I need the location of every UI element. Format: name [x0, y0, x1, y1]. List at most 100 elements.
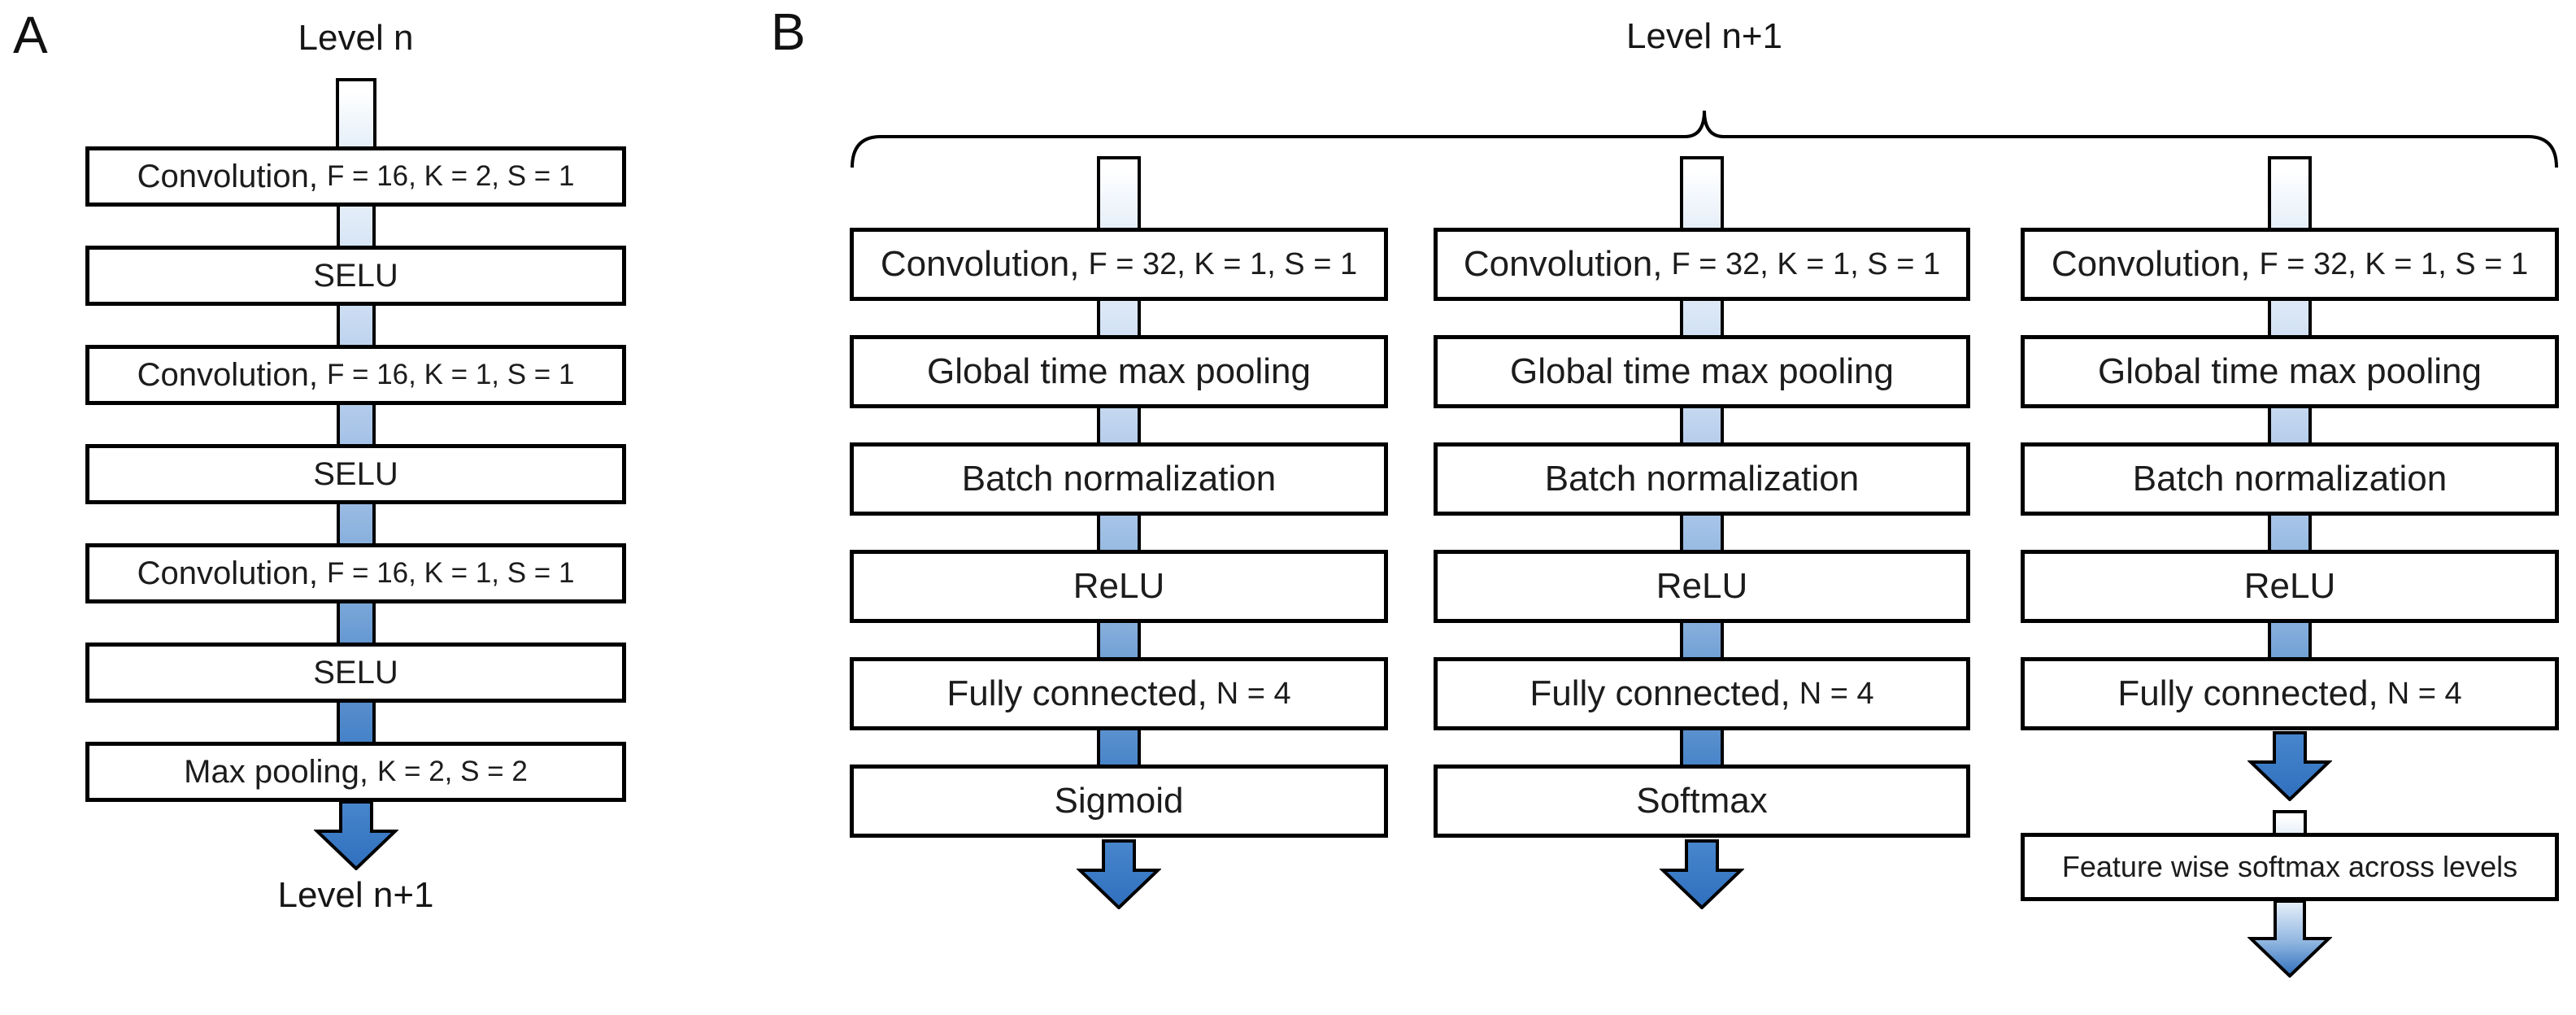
connector — [2268, 511, 2312, 555]
panel-b-column-3: Convolution, F = 32, K = 1, S = 1 Global… — [2021, 0, 2559, 1015]
flow-box-feature-wise-softmax: Feature wise softmax across levels — [2021, 833, 2559, 901]
panel-a-letter: A — [13, 6, 48, 64]
flow-box-softmax: Softmax — [1434, 765, 1970, 838]
flow-box-convolution-1: Convolution, F = 16, K = 2, S = 1 — [85, 146, 626, 207]
connector — [336, 400, 376, 449]
box-params: N = 4 — [1799, 676, 1874, 711]
connector-stub — [335, 78, 376, 151]
flow-box-fully-connected: Fully connected, N = 4 — [850, 657, 1388, 730]
flow-box-batch-normalization: Batch normalization — [850, 442, 1388, 516]
connector — [1097, 511, 1141, 555]
connector — [1680, 725, 1724, 769]
down-arrow-icon — [2247, 731, 2332, 801]
flow-box-convolution: Convolution, F = 32, K = 1, S = 1 — [1434, 228, 1970, 301]
down-arrow-icon — [1660, 839, 1744, 909]
box-params: F = 16, K = 1, S = 1 — [326, 557, 575, 589]
connector — [1097, 403, 1141, 447]
box-params: F = 16, K = 1, S = 1 — [326, 359, 575, 390]
connector — [336, 499, 376, 548]
flow-box-global-time-max-pooling: Global time max pooling — [850, 335, 1388, 408]
box-params: F = 16, K = 2, S = 1 — [326, 160, 575, 192]
box-label: Convolution, — [137, 555, 318, 591]
box-label: Softmax — [1636, 781, 1768, 821]
connector — [1097, 725, 1141, 769]
down-arrow-icon — [313, 800, 398, 870]
box-label: Fully connected, — [946, 673, 1208, 713]
box-params: K = 2, S = 2 — [376, 756, 528, 787]
connector-stub — [2273, 810, 2307, 836]
box-label: ReLU — [1656, 566, 1748, 606]
panel-a-top-label: Level n — [298, 18, 414, 58]
box-params: F = 32, K = 1, S = 1 — [2259, 246, 2529, 281]
connector — [1680, 511, 1724, 555]
brace-icon — [851, 110, 2558, 168]
panel-a-column: Convolution, F = 16, K = 2, S = 1 SELU C… — [85, 0, 626, 1015]
flow-box-batch-normalization: Batch normalization — [2021, 442, 2559, 516]
connector — [1097, 296, 1141, 340]
connector — [1680, 403, 1724, 447]
box-label: ReLU — [2243, 566, 2336, 606]
flow-box-relu: ReLU — [1434, 550, 1970, 623]
connector-stub — [2268, 156, 2312, 233]
flow-box-selu-3: SELU — [85, 643, 626, 703]
down-arrow-icon — [2247, 900, 2332, 978]
box-label: ReLU — [1073, 566, 1165, 606]
box-label: Max pooling, — [184, 753, 368, 790]
connector — [1680, 618, 1724, 662]
panel-b-top-label: Level n+1 — [1625, 16, 1783, 56]
panel-a-bottom-label: Level n+1 — [277, 875, 434, 915]
box-label: Fully connected, — [2117, 673, 2378, 713]
connector — [336, 202, 376, 250]
connector — [336, 698, 376, 747]
box-label: Feature wise softmax across levels — [2061, 850, 2518, 883]
panel-b-letter: B — [771, 2, 806, 61]
panel-b-column-1: Convolution, F = 32, K = 1, S = 1 Global… — [850, 0, 1388, 1015]
box-label: Global time max pooling — [2097, 351, 2482, 391]
connector-stub — [1680, 156, 1724, 233]
box-label: SELU — [313, 455, 398, 492]
box-label: Fully connected, — [1530, 673, 1791, 713]
flow-box-convolution: Convolution, F = 32, K = 1, S = 1 — [2021, 228, 2559, 301]
box-label: Global time max pooling — [926, 351, 1311, 391]
box-label: Convolution, — [1463, 244, 1663, 284]
box-params: N = 4 — [2387, 676, 2462, 711]
flow-box-convolution-2: Convolution, F = 16, K = 1, S = 1 — [85, 345, 626, 405]
flow-box-global-time-max-pooling: Global time max pooling — [1434, 335, 1970, 408]
flow-box-global-time-max-pooling: Global time max pooling — [2021, 335, 2559, 408]
connector — [2268, 618, 2312, 662]
box-params: N = 4 — [1216, 676, 1291, 711]
box-label: Convolution, — [137, 356, 318, 393]
box-label: Batch normalization — [961, 459, 1277, 499]
flow-box-relu: ReLU — [850, 550, 1388, 623]
box-label: Batch normalization — [2132, 459, 2448, 499]
box-label: Convolution, — [137, 158, 318, 194]
connector — [1680, 296, 1724, 340]
flow-box-convolution: Convolution, F = 32, K = 1, S = 1 — [850, 228, 1388, 301]
box-label: Batch normalization — [1544, 459, 1860, 499]
flow-box-convolution-3: Convolution, F = 16, K = 1, S = 1 — [85, 543, 626, 603]
box-label: SELU — [313, 654, 398, 690]
box-label: Sigmoid — [1054, 781, 1184, 821]
connector — [2268, 403, 2312, 447]
connector — [2268, 296, 2312, 340]
connector — [336, 599, 376, 647]
box-label: SELU — [313, 257, 398, 294]
flow-box-batch-normalization: Batch normalization — [1434, 442, 1970, 516]
flow-box-relu: ReLU — [2021, 550, 2559, 623]
connector-stub — [1097, 156, 1141, 233]
down-arrow-icon — [1077, 839, 1161, 909]
flow-box-selu-1: SELU — [85, 246, 626, 306]
box-label: Global time max pooling — [1509, 351, 1894, 391]
connector — [336, 301, 376, 350]
box-params: F = 32, K = 1, S = 1 — [1088, 246, 1358, 281]
connector — [1097, 618, 1141, 662]
flow-box-fully-connected: Fully connected, N = 4 — [2021, 657, 2559, 730]
flow-box-max-pooling: Max pooling, K = 2, S = 2 — [85, 742, 626, 802]
box-params: F = 32, K = 1, S = 1 — [1671, 246, 1941, 281]
flow-box-sigmoid: Sigmoid — [850, 765, 1388, 838]
panel-b-column-2: Convolution, F = 32, K = 1, S = 1 Global… — [1434, 0, 1970, 1015]
flow-box-fully-connected: Fully connected, N = 4 — [1434, 657, 1970, 730]
flow-box-selu-2: SELU — [85, 444, 626, 504]
box-label: Convolution, — [880, 244, 1080, 284]
